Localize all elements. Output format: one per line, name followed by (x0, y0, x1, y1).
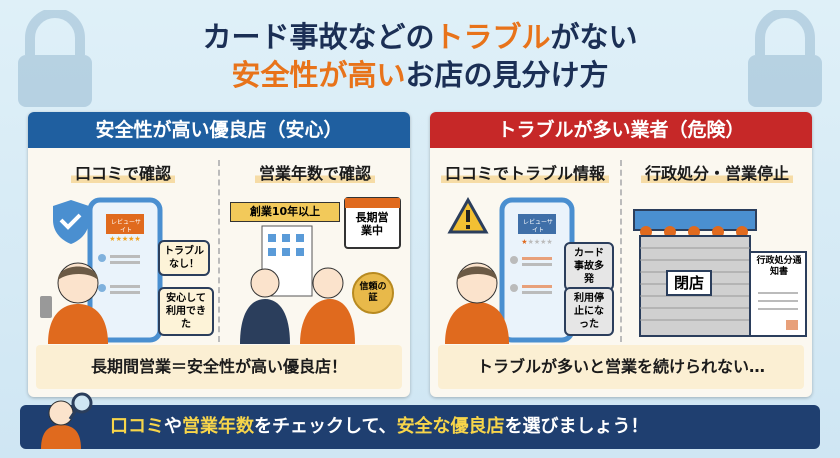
danger-header: トラブルが多い業者（危険） (430, 112, 812, 148)
section-heading: 口コミで確認 (28, 160, 218, 184)
speech-bubble: 利用停止になった (564, 287, 614, 336)
speech-bubble: 安心して利用できた (158, 287, 214, 336)
admin-action-section: 行政処分・営業停止 閉店 行政処分通知書 (622, 152, 812, 342)
ribbon-banner: 創業10年以上 (230, 202, 340, 222)
safe-panel: 安全性が高い優良店（安心） 口コミで確認 ★★★★★ レビューサイト トラブルな… (28, 112, 410, 397)
notice-label: 行政処分通知書 (756, 256, 802, 277)
svg-text:★★★★★: ★★★★★ (109, 235, 140, 243)
review-site-label: レビューサイト (111, 219, 141, 234)
safe-caption: 長期間営業＝安全性が高い優良店！ (36, 345, 402, 389)
page-title: カード事故などのトラブルがない 安全性が高いお店の見分け方 (202, 20, 638, 92)
medal-label: 信頼の証 (359, 282, 387, 303)
calendar-icon: 長期営業中 (355, 211, 389, 237)
reviews-check-section: 口コミで確認 ★★★★★ レビューサイト トラブルなし！ 安心して利用できた (28, 152, 218, 344)
danger-caption: トラブルが多いと営業を続けられない… (438, 345, 804, 389)
medal-icon (352, 272, 394, 314)
speech-bubble: カード事故多発 (564, 242, 614, 291)
section-heading: 営業年数で確認 (220, 160, 410, 184)
divider (620, 160, 622, 342)
section-heading: 口コミでトラブル情報 (430, 160, 620, 184)
speech-bubble: トラブルなし！ (158, 240, 210, 276)
svg-text:★★★★★: ★★★★★ (521, 238, 552, 246)
review-site-label: レビューサイト (523, 219, 553, 234)
magnifier-person-icon (41, 392, 93, 449)
lock-icon (18, 10, 92, 107)
danger-panel: トラブルが多い業者（危険） 口コミでトラブル情報 ★★★★★ レビューサイト カ… (430, 112, 812, 397)
safe-header: 安全性が高い優良店（安心） (28, 112, 410, 148)
lock-icon (748, 10, 822, 107)
divider (218, 160, 220, 342)
person-illustration (48, 304, 108, 344)
years-check-section: 営業年数で確認 創業10年以上 長期営業中 信頼の証 (220, 152, 410, 344)
closed-sign: 閉店 (666, 270, 712, 296)
section-heading: 行政処分・営業停止 (622, 160, 812, 184)
bottom-banner: 口コミや営業年数をチェックして、安全な優良店を選びましょう！ (20, 392, 820, 449)
worried-person-illustration (445, 302, 509, 344)
trouble-reviews-section: 口コミでトラブル情報 ★★★★★ レビューサイト カード事故多発 利用停止になっ… (430, 152, 620, 344)
